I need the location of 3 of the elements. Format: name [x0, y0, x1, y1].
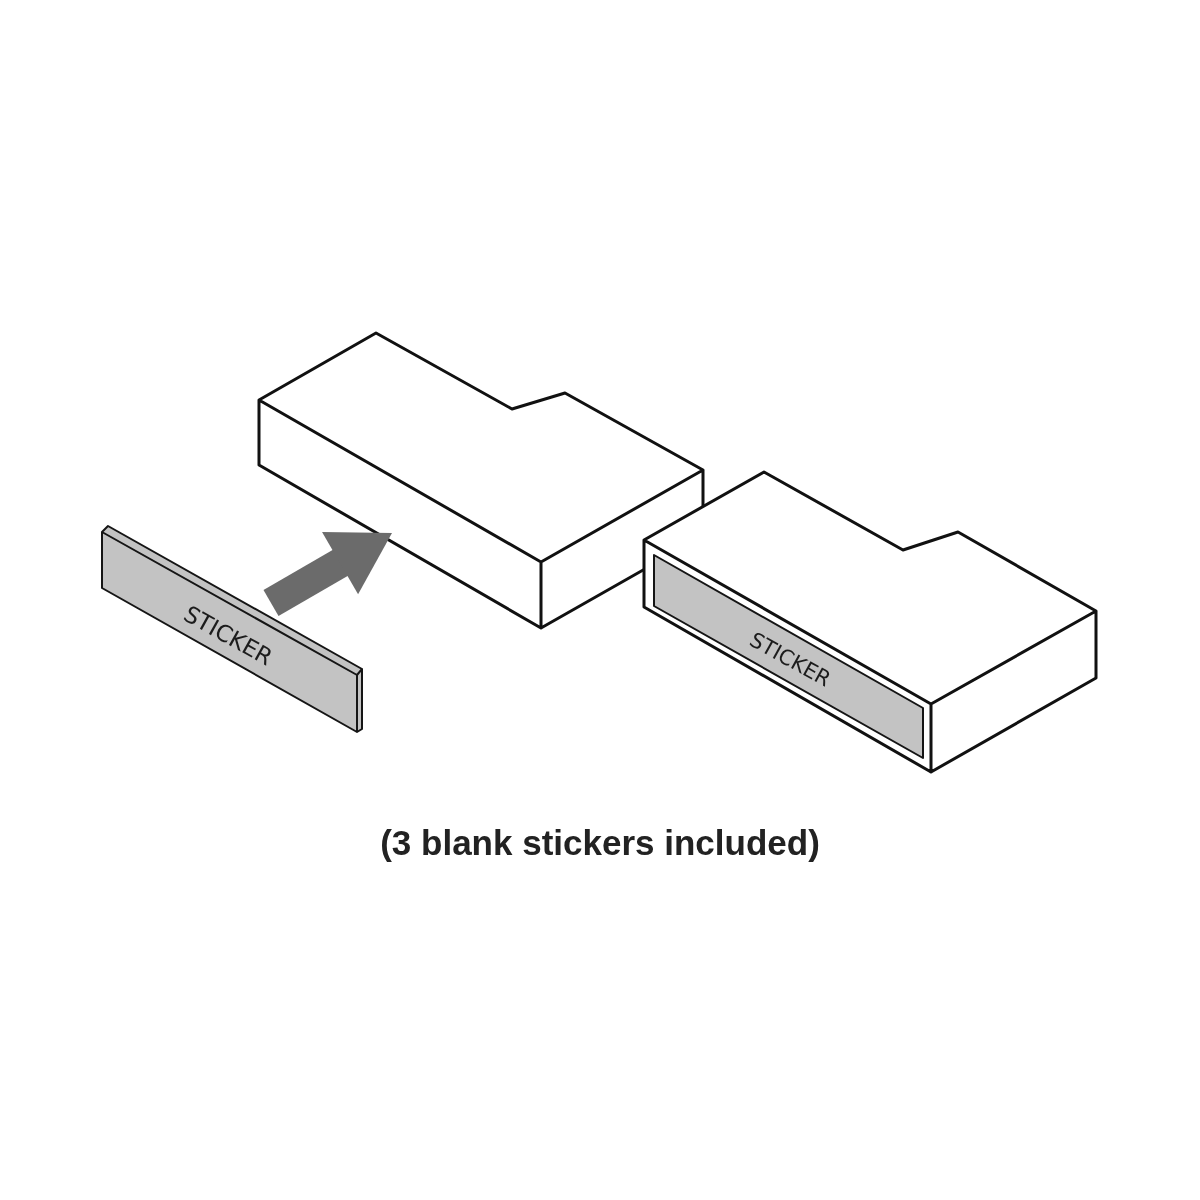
applied-sticker	[652, 553, 925, 760]
caption: (3 blank stickers included)	[380, 823, 820, 864]
storage-box-with-sticker	[640, 468, 1100, 776]
